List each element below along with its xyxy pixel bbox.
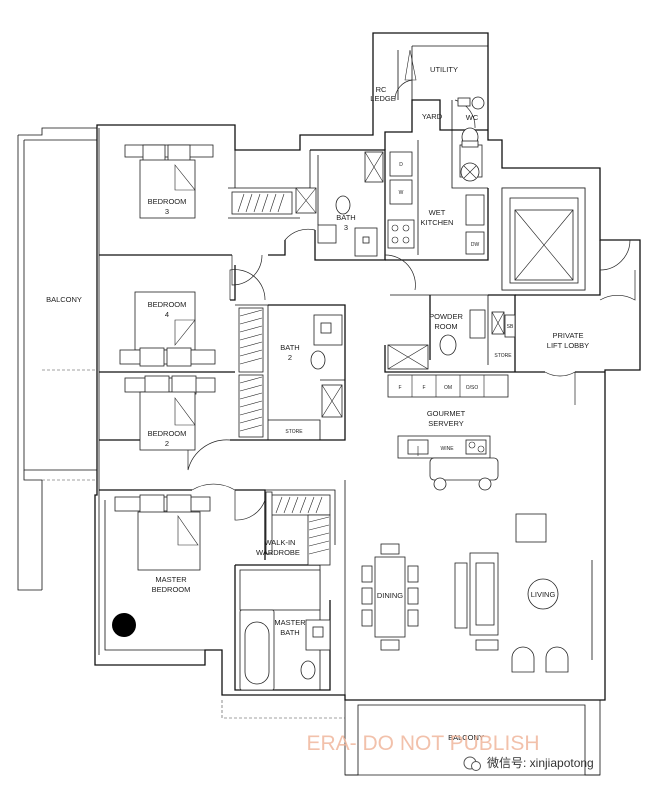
label-wet-kitchen-2: KITCHEN bbox=[421, 218, 454, 227]
label-private-lift-lobby-1: PRIVATE bbox=[553, 331, 584, 340]
label-utility: UTILITY bbox=[430, 65, 458, 74]
balcony-bottom bbox=[221, 700, 601, 776]
black-dot-mark bbox=[112, 613, 136, 637]
bedroom3-furniture bbox=[124, 144, 214, 219]
walkin-wardrobe-fixtures bbox=[265, 491, 331, 566]
label-rc-ledge-2: LEDGE bbox=[370, 94, 395, 103]
master-bedroom-furniture bbox=[112, 494, 211, 637]
servery-fixtures bbox=[387, 374, 509, 491]
label-bedroom3-1: BEDROOM bbox=[148, 197, 187, 206]
label-private-lift-lobby-2: LIFT LOBBY bbox=[547, 341, 589, 350]
corridor-wardrobe bbox=[231, 187, 317, 215]
label-balcony-left: BALCONY bbox=[46, 295, 82, 304]
label-master-bedroom-2: BEDROOM bbox=[152, 585, 191, 594]
label-bedroom2-2: 2 bbox=[165, 439, 169, 448]
label-walkin-wardrobe-1: WALK-IN bbox=[265, 538, 296, 547]
label-dining: DINING bbox=[377, 591, 403, 600]
dining-furniture bbox=[361, 543, 419, 651]
label-store-bedroom: STORE bbox=[285, 429, 303, 435]
label-appliance-fridge-2: F bbox=[422, 385, 425, 391]
label-appliance-dw: DW bbox=[471, 242, 480, 248]
label-master-bath-2: BATH bbox=[280, 628, 299, 637]
wet-kitchen-fixtures bbox=[387, 144, 485, 255]
label-appliance-sb: SB bbox=[507, 324, 514, 330]
bedroom2-furniture bbox=[124, 375, 216, 451]
label-walkin-wardrobe-2: WARDROBE bbox=[256, 548, 300, 557]
label-powder-room-1: POWDER bbox=[429, 312, 463, 321]
lift bbox=[501, 187, 586, 291]
label-bath2-1: BATH bbox=[280, 343, 299, 352]
label-store-lift: STORE bbox=[494, 353, 512, 359]
label-appliance-oven: OM bbox=[444, 385, 452, 391]
powder-room-fixtures bbox=[387, 309, 516, 370]
label-master-bath-1: MASTER bbox=[274, 618, 306, 627]
label-appliance-oven-steam: O/SO bbox=[466, 385, 479, 391]
label-bath3-1: BATH bbox=[336, 213, 355, 222]
label-appliance-d: D bbox=[399, 162, 403, 168]
label-rc-ledge-1: RC bbox=[376, 85, 387, 94]
label-gourmet-servery-2: SERVERY bbox=[428, 419, 464, 428]
label-living: LIVING bbox=[531, 590, 556, 599]
label-master-bedroom-1: MASTER bbox=[155, 575, 187, 584]
bedroom4-furniture bbox=[119, 291, 216, 367]
watermark-text: ERA- DO NOT PUBLISH bbox=[307, 732, 540, 755]
bath3-fixtures bbox=[317, 151, 384, 257]
master-bath-fixtures bbox=[239, 569, 331, 691]
label-bath3-2: 3 bbox=[344, 223, 348, 232]
label-wet-kitchen-1: WET bbox=[429, 208, 446, 217]
bath2-fixtures bbox=[310, 314, 343, 418]
label-powder-room-2: ROOM bbox=[434, 322, 457, 331]
living-furniture bbox=[454, 513, 593, 673]
label-balcony-bottom: BALCONY bbox=[448, 733, 484, 742]
room-labels: UTILITY RC LEDGE YARD WC BEDROOM 3 BATH … bbox=[46, 65, 589, 742]
label-bedroom4-2: 4 bbox=[165, 310, 169, 319]
label-gourmet-servery-1: GOURMET bbox=[427, 409, 466, 418]
balcony-left bbox=[17, 127, 97, 591]
bedroom-wardrobes bbox=[238, 307, 264, 438]
label-bedroom4-1: BEDROOM bbox=[148, 300, 187, 309]
wechat-id: 微信号: xinjiapotong bbox=[487, 756, 594, 770]
label-wc: WC bbox=[466, 113, 479, 122]
utility-fixtures bbox=[404, 49, 485, 148]
label-bedroom3-2: 3 bbox=[165, 207, 169, 216]
label-bedroom2-1: BEDROOM bbox=[148, 429, 187, 438]
label-appliance-w: W bbox=[399, 190, 404, 196]
appliance-labels: D W DW F F OM O/SO WINE SB bbox=[398, 162, 514, 452]
doors bbox=[187, 79, 636, 521]
label-yard: YARD bbox=[422, 112, 443, 121]
label-appliance-fridge-1: F bbox=[398, 385, 401, 391]
outer-walls bbox=[94, 32, 641, 701]
watermarks: ERA- DO NOT PUBLISH 微信号: xinjiapotong bbox=[307, 732, 594, 771]
label-appliance-wine: WINE bbox=[440, 446, 454, 452]
label-bath2-2: 2 bbox=[288, 353, 292, 362]
